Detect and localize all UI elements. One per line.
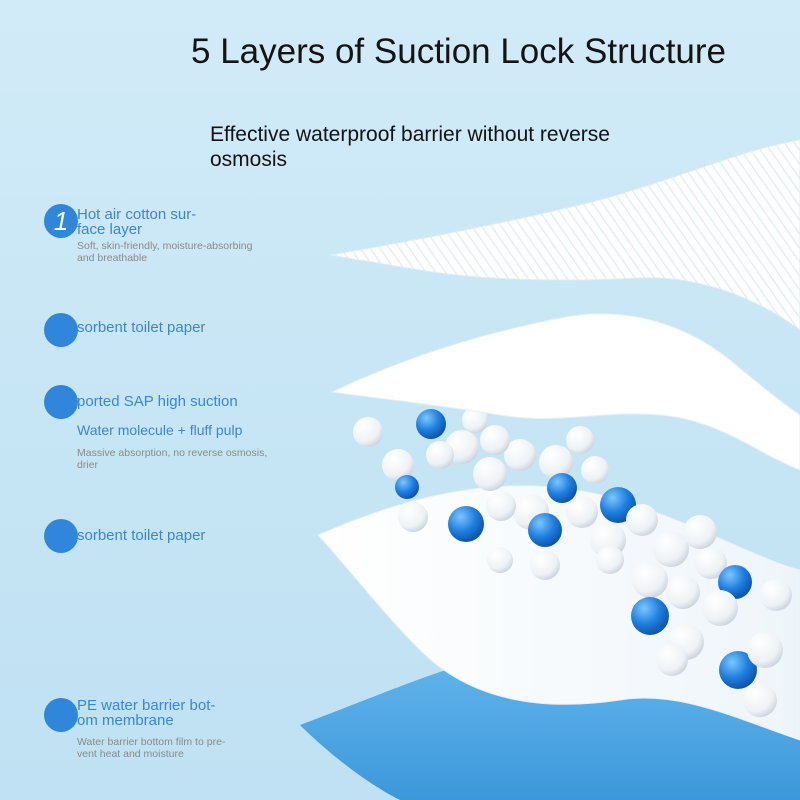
layer-description: Soft, skin-friendly, moisture-absorbing …	[77, 240, 253, 264]
page-subtitle: Effective waterproof barrier without rev…	[210, 123, 610, 171]
sap-bead-blue	[600, 487, 636, 523]
sap-bead-blue	[719, 651, 757, 689]
fluff-pulp-ball	[539, 445, 573, 479]
sap-bead-blue	[416, 409, 446, 439]
layer-number-badge	[44, 698, 78, 732]
fluff-pulp-ball	[480, 425, 510, 455]
fluff-pulp-ball	[426, 441, 454, 469]
layer-title: PE water barrier bot- om membrane	[77, 697, 216, 729]
fluff-pulp-ball	[596, 546, 624, 574]
fluff-pulp-ball	[683, 515, 717, 549]
sap-bead-blue	[547, 473, 577, 503]
fluff-pulp-ball	[632, 562, 668, 598]
fluff-pulp-ball	[487, 547, 513, 573]
fluff-pulp-ball	[382, 449, 414, 481]
layer-number-badge	[44, 385, 78, 419]
sap-bead-blue	[528, 513, 562, 547]
fluff-pulp-ball	[702, 590, 738, 626]
fluff-pulp-ball	[504, 439, 536, 471]
fluff-pulp-ball	[530, 550, 560, 580]
sap-bead-blue	[395, 475, 419, 499]
fluff-pulp-ball	[398, 502, 428, 532]
fluff-pulp-ball	[747, 632, 783, 668]
fluff-pulp-ball	[760, 579, 792, 611]
layer-number-badge	[44, 519, 78, 553]
sap-bead-blue	[718, 565, 752, 599]
layer-absorbent-paper-upper	[330, 313, 800, 471]
layer-hot-air-cotton	[329, 139, 800, 331]
layer-description: Water barrier bottom film to pre- vent h…	[77, 736, 226, 760]
layer-number-badge	[44, 313, 78, 347]
layer-title: sorbent toilet paper	[77, 527, 206, 544]
fluff-pulp-ball	[566, 496, 598, 528]
fluff-pulp-ball	[743, 683, 777, 717]
sap-beads	[353, 407, 792, 717]
fluff-pulp-ball	[656, 644, 688, 676]
layer-title: sorbent toilet paper	[77, 319, 206, 336]
fluff-pulp-ball	[462, 407, 488, 433]
fluff-pulp-ball	[653, 531, 689, 567]
layer-subtitle: Water molecule + fluff pulp	[77, 422, 243, 438]
sap-bead-blue	[631, 597, 669, 635]
fluff-pulp-ball	[353, 417, 383, 447]
layer-title: Hot air cotton sur- face layer	[77, 206, 197, 238]
fluff-pulp-ball	[626, 504, 658, 536]
fluff-pulp-ball	[566, 426, 594, 454]
layer-title: ported SAP high suction	[77, 393, 238, 410]
sap-bead-blue	[448, 506, 484, 542]
layer-description: Massive absorption, no reverse osmosis, …	[77, 447, 268, 471]
fluff-pulp-ball	[486, 491, 516, 521]
fluff-pulp-ball	[581, 456, 609, 484]
fluff-pulp-ball	[666, 575, 700, 609]
fluff-pulp-ball	[473, 457, 507, 491]
layer-number-badge: 1	[44, 204, 78, 238]
page-title: 5 Layers of Suction Lock Structure	[191, 32, 726, 71]
fluff-pulp-ball	[695, 547, 727, 579]
